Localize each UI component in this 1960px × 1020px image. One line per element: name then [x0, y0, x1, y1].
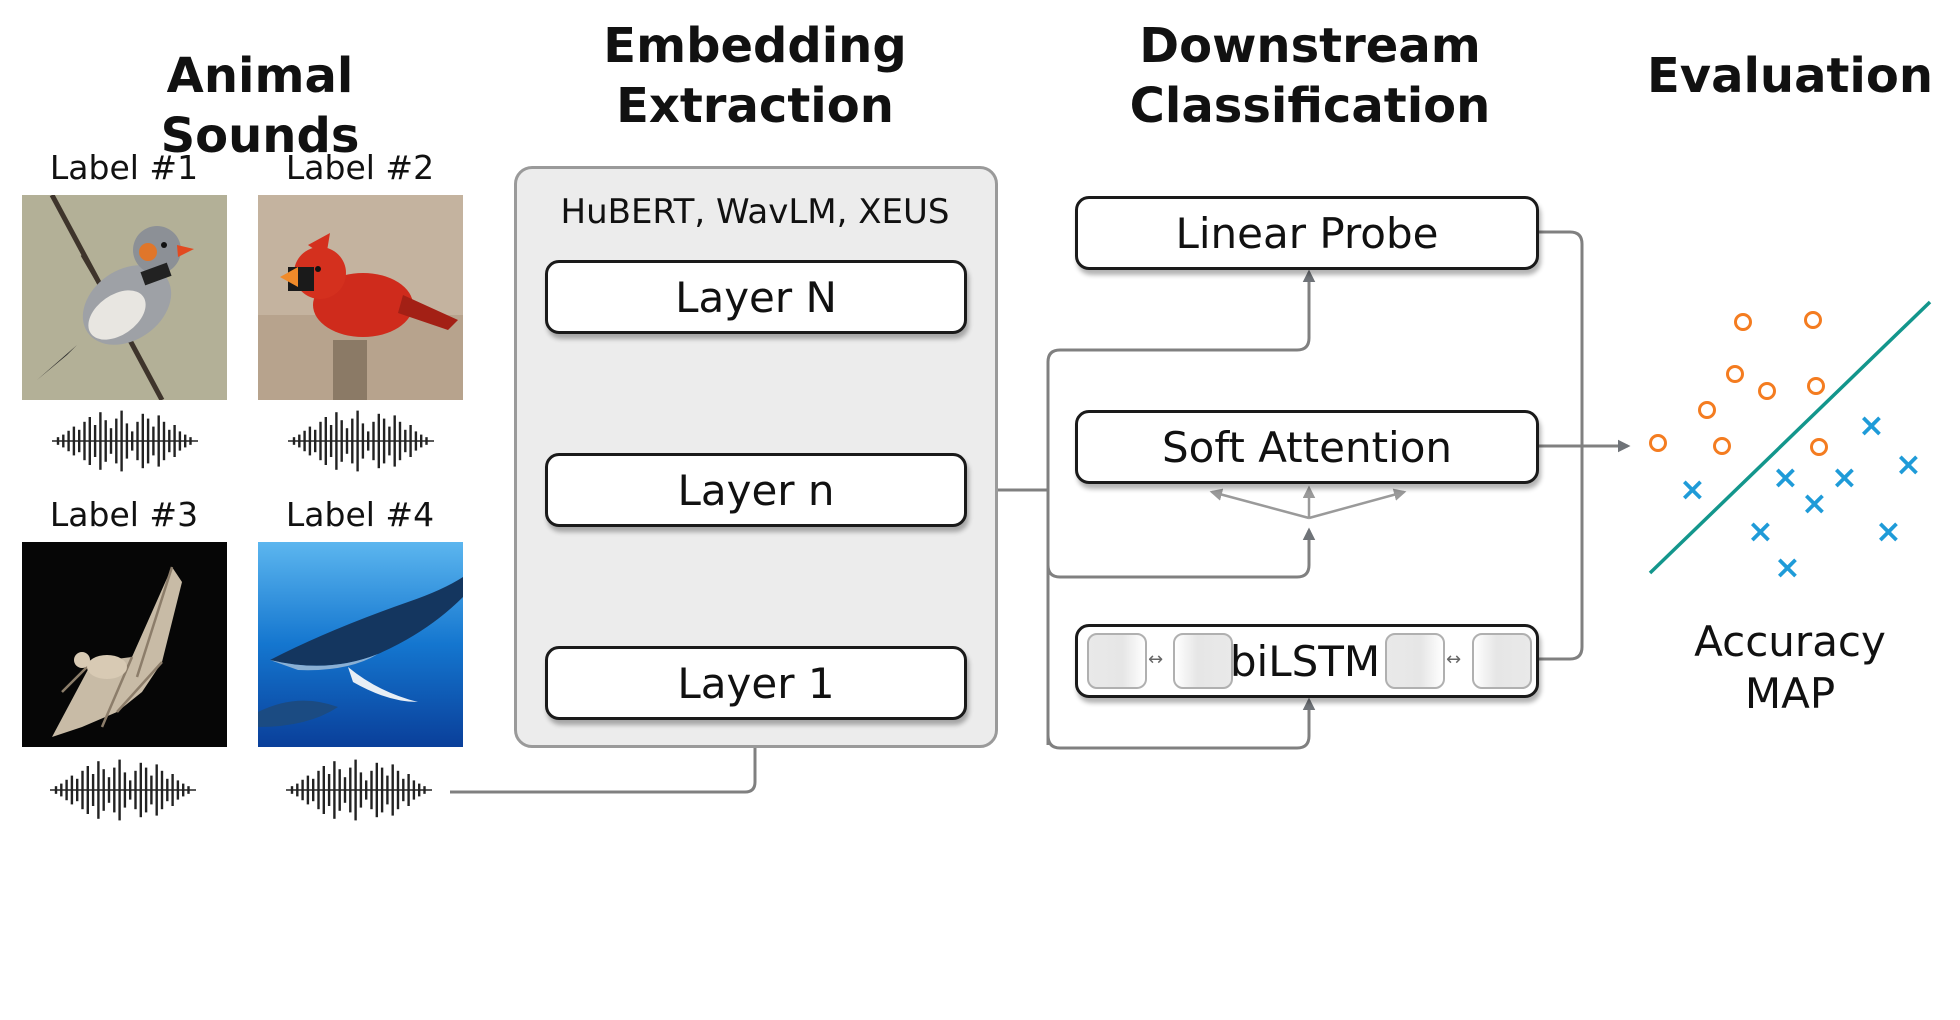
- class-a-marker: [1734, 313, 1752, 331]
- lstm-cell-1: [1087, 633, 1147, 689]
- to-bilstm-arrow: [1046, 697, 1316, 750]
- class-b-marker: ×: [1801, 484, 1828, 522]
- class-b-marker: ×: [1747, 512, 1774, 550]
- attention-weight-right: [1308, 488, 1407, 520]
- lstm-cell-2: [1173, 633, 1233, 689]
- heading-animal-sounds: Animal Sounds: [160, 48, 360, 164]
- zebra-finch-image: [22, 195, 227, 400]
- class-a-marker: [1807, 377, 1825, 395]
- metric-map: MAP: [1744, 669, 1836, 718]
- animal-label-4: Label #4: [285, 495, 435, 534]
- class-b-marker: ×: [1875, 512, 1902, 550]
- whale-image: [258, 542, 463, 747]
- class-b-marker: ×: [1831, 458, 1858, 496]
- bilstm-box: [1075, 624, 1539, 698]
- animal-label-1: Label #1: [49, 148, 199, 187]
- linear-output-line: [1539, 230, 1584, 661]
- bidirectional-arrow-left: ↔: [1148, 649, 1164, 670]
- linear-probe-box: Linear Probe: [1075, 196, 1539, 270]
- bilstm-label: biLSTM: [1229, 637, 1381, 686]
- waveform-1: [52, 410, 198, 472]
- class-a-marker: [1713, 437, 1731, 455]
- heading-embedding-extraction: Embedding Extraction: [603, 18, 907, 134]
- waveform-2: [288, 410, 434, 472]
- class-a-marker: [1758, 382, 1776, 400]
- cardinal-image: [258, 195, 463, 400]
- class-a-marker: [1698, 401, 1716, 419]
- class-a-marker: [1726, 365, 1744, 383]
- waveform-4: [286, 759, 432, 821]
- layer-1-box: Layer 1: [545, 646, 967, 720]
- class-b-marker: ×: [1772, 458, 1799, 496]
- metric-accuracy: Accuracy: [1694, 617, 1886, 666]
- class-b-marker: ×: [1895, 445, 1922, 483]
- evaluation-metrics: Accuracy MAP: [1640, 616, 1940, 720]
- lstm-cell-4: [1472, 633, 1532, 689]
- layer-n-box: Layer n: [545, 453, 967, 527]
- lstm-cell-3: [1385, 633, 1445, 689]
- model-names: HuBERT, WavLM, XEUS: [560, 192, 950, 232]
- heading-downstream-classification: Downstream Classification: [1129, 18, 1491, 134]
- animal-label-3: Label #3: [49, 495, 199, 534]
- attention-weight-left: [1209, 488, 1310, 520]
- class-a-marker: [1804, 311, 1822, 329]
- class-b-marker: ×: [1679, 470, 1706, 508]
- animal-label-2: Label #2: [285, 148, 435, 187]
- heading-evaluation: Evaluation: [1646, 48, 1934, 104]
- waveform-3: [50, 759, 196, 821]
- class-a-marker: [1810, 438, 1828, 456]
- class-b-marker: ×: [1774, 548, 1801, 586]
- bidirectional-arrow-right: ↔: [1446, 649, 1462, 670]
- soft-attention-box: Soft Attention: [1075, 410, 1539, 484]
- class-a-marker: [1649, 434, 1667, 452]
- to-attention-arrow: [1046, 527, 1316, 579]
- class-b-marker: ×: [1858, 406, 1885, 444]
- layer-N-box: Layer N: [545, 260, 967, 334]
- bat-image: [22, 542, 227, 747]
